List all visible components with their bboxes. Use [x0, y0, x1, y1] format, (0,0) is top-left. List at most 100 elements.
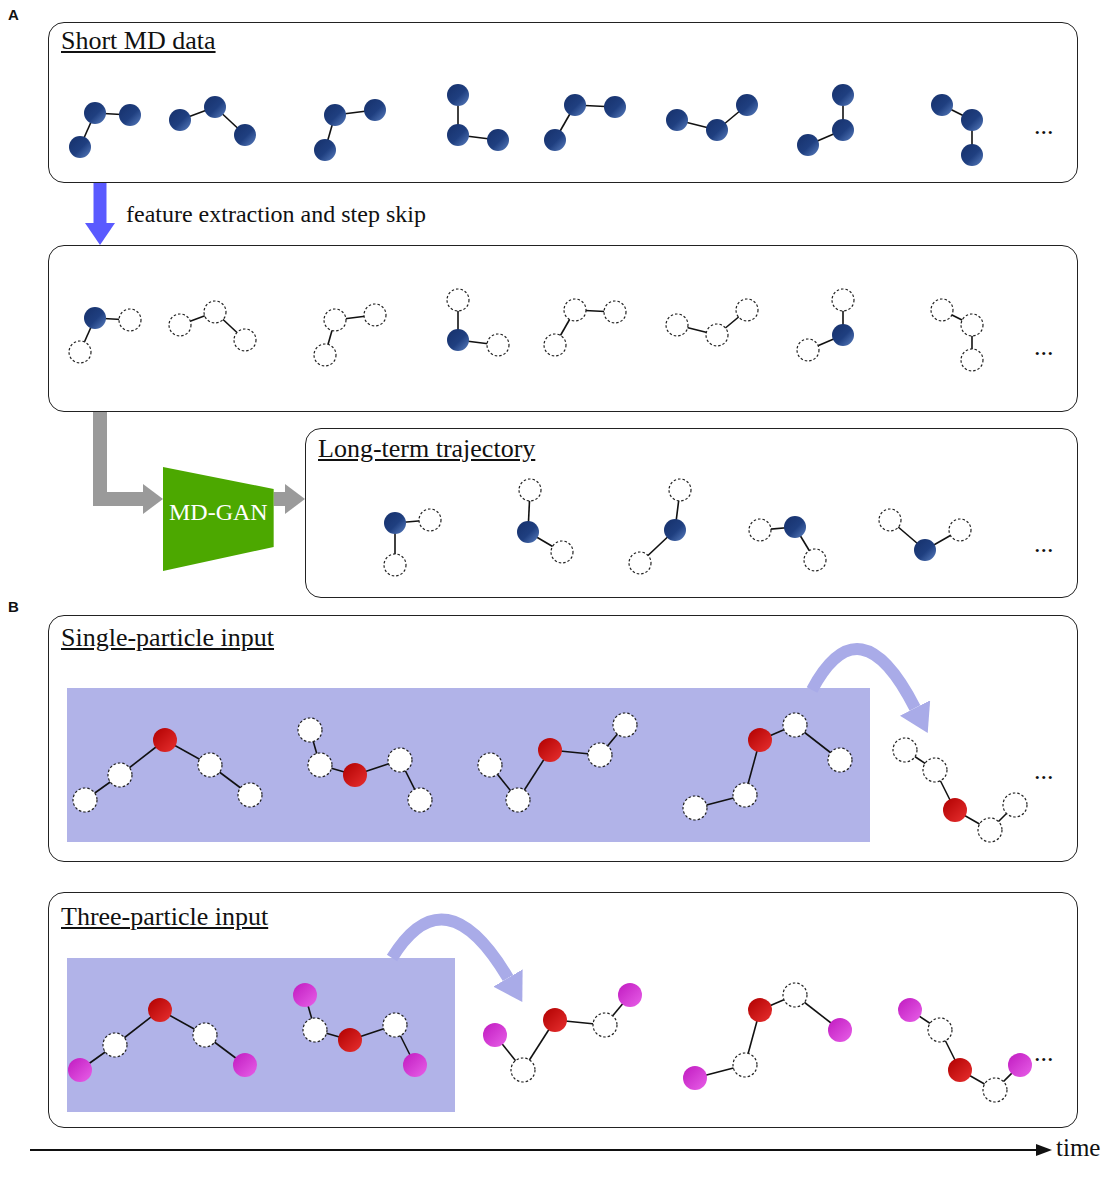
atom	[234, 329, 256, 351]
atom	[978, 818, 1002, 842]
atom	[618, 983, 642, 1007]
edge-label: feature extraction and step skip	[124, 201, 428, 228]
atom	[447, 84, 469, 106]
ellipsis: ...	[1034, 1038, 1054, 1068]
atom	[84, 307, 106, 329]
atom	[928, 1018, 952, 1042]
molecule	[314, 99, 386, 161]
atom	[893, 738, 917, 762]
molecule	[169, 301, 256, 351]
molecule	[69, 102, 141, 158]
atom	[706, 119, 728, 141]
axis-label: time	[1056, 1134, 1100, 1162]
atom	[683, 796, 707, 820]
atom	[384, 512, 406, 534]
atom	[204, 301, 226, 323]
atom	[314, 139, 336, 161]
molecules	[68, 84, 1032, 1102]
molecule	[478, 713, 637, 812]
molecule	[879, 509, 971, 561]
molecule	[666, 299, 758, 346]
atom	[832, 289, 854, 311]
panel-box: Short MD data...	[48, 22, 1078, 183]
atom	[517, 521, 539, 543]
atom	[483, 1023, 507, 1047]
molecule	[293, 983, 427, 1077]
shift-arrow	[812, 649, 915, 708]
atom	[1003, 793, 1027, 817]
atom	[293, 983, 317, 1007]
atom	[733, 1053, 757, 1077]
panel-box: Single-particle input...	[48, 615, 1078, 862]
atom	[564, 94, 586, 116]
atom	[487, 334, 509, 356]
atom	[828, 1018, 852, 1042]
atom	[234, 124, 256, 146]
molecule	[544, 94, 626, 151]
panel-box: Long-term trajectory...	[305, 428, 1078, 598]
atom	[748, 998, 772, 1022]
atom	[69, 136, 91, 158]
atom	[169, 314, 191, 336]
atom	[324, 309, 346, 331]
atom	[388, 748, 412, 772]
molecule	[666, 94, 758, 141]
atom	[324, 104, 346, 126]
molecule	[73, 728, 262, 812]
atom	[931, 299, 953, 321]
atom	[931, 94, 953, 116]
atom	[511, 1058, 535, 1082]
atom	[447, 329, 469, 351]
atom	[593, 1013, 617, 1037]
panel-title: Long-term trajectory	[318, 434, 535, 464]
molecule	[683, 983, 852, 1090]
atom	[943, 798, 967, 822]
molecule	[298, 718, 432, 812]
molecule	[931, 299, 983, 371]
atom	[364, 99, 386, 121]
atom	[408, 788, 432, 812]
atom	[193, 1023, 217, 1047]
atom	[204, 96, 226, 118]
molecule	[483, 983, 642, 1082]
model-name: MD-GAN	[169, 499, 268, 527]
atom	[298, 718, 322, 742]
molecule	[447, 289, 509, 356]
atom	[238, 783, 262, 807]
atom	[544, 334, 566, 356]
atom	[384, 554, 406, 576]
atom	[748, 728, 772, 752]
process-arrow	[94, 183, 107, 223]
panel-letter: B	[8, 598, 19, 615]
atom	[119, 309, 141, 331]
atom	[664, 519, 686, 541]
atom	[669, 479, 691, 501]
atom	[783, 983, 807, 1007]
molecule	[384, 509, 441, 576]
flow-arrow	[274, 492, 285, 506]
atom	[736, 94, 758, 116]
atom	[478, 753, 502, 777]
atom	[783, 713, 807, 737]
atom	[961, 314, 983, 336]
atom	[383, 1013, 407, 1037]
atom	[666, 314, 688, 336]
atom	[447, 124, 469, 146]
atom	[308, 753, 332, 777]
atom	[1008, 1053, 1032, 1077]
atom	[564, 299, 586, 321]
molecule	[314, 304, 386, 366]
atom	[447, 289, 469, 311]
atom	[148, 998, 172, 1022]
atom	[749, 519, 771, 541]
atom	[914, 539, 936, 561]
atom	[629, 552, 651, 574]
ellipsis: ...	[1034, 111, 1054, 141]
molecule	[447, 84, 509, 151]
molecule	[68, 998, 257, 1082]
atom	[169, 109, 191, 131]
molecule	[629, 479, 691, 574]
molecule	[749, 516, 826, 571]
